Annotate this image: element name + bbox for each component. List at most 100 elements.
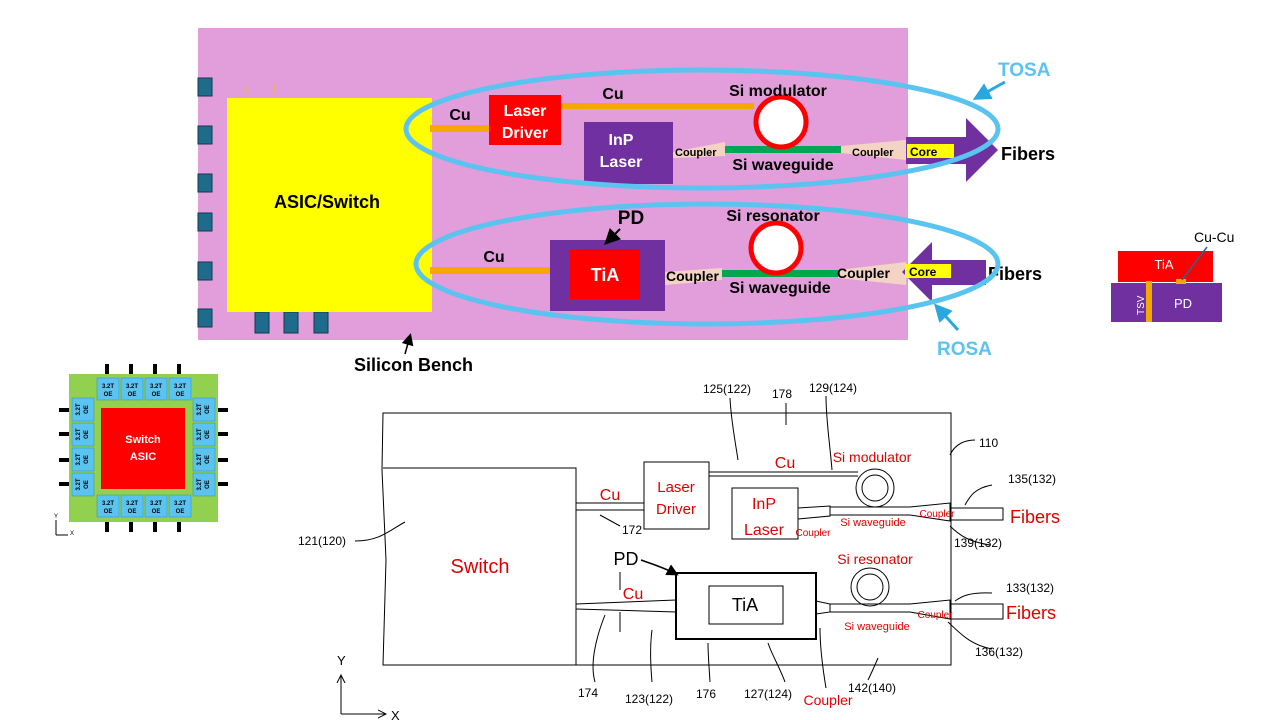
oe-tile-label: 3.2T — [126, 384, 138, 390]
coupler-tx-left-label: Coupler — [675, 147, 717, 159]
patent-coupler-rx-right-label: Coupler — [917, 610, 953, 621]
oe-tile-label: 3.2T — [150, 501, 162, 507]
oe-tile: 3.2T OE — [96, 377, 120, 401]
oe-tile: 3.2T OE — [96, 494, 120, 518]
tosa-outline — [403, 67, 1001, 191]
package-pin — [129, 364, 133, 374]
package-pin — [59, 408, 69, 412]
oe-tiles: 3.2TOE3.2TOE3.2TOE3.2TOE3.2TOE3.2TOE3.2T… — [71, 377, 216, 518]
cucu-bond — [1176, 279, 1186, 284]
rosa-arrow — [933, 303, 960, 332]
core-rx-box — [905, 264, 951, 278]
patent-coupler-bottom-label: Coupler — [803, 692, 852, 708]
ref-123: 123(122) — [625, 692, 673, 706]
patent-pd-label: PD — [613, 549, 638, 569]
rosa-outline — [413, 201, 1001, 327]
cucu-inset: TiA PD TSV Cu-Cu — [1111, 229, 1234, 322]
inset-tia-label: TiA — [1154, 257, 1173, 272]
patent-switch-label: Switch — [451, 556, 510, 578]
oe-tile-label: OE — [176, 509, 185, 515]
oe-tile-label: OE — [84, 455, 90, 464]
patent-laser-driver-box — [643, 461, 710, 530]
bench-pad — [197, 173, 213, 193]
oe-tile-label: OE — [128, 509, 137, 515]
patent-si-modulator-label: Si modulator — [833, 449, 912, 465]
pd-arrow — [604, 227, 622, 245]
package-pin — [59, 458, 69, 462]
core-rx-label: Core — [909, 265, 937, 279]
oe-tile-label: 3.2T — [197, 428, 203, 440]
oe-tile-label: 3.2T — [102, 384, 114, 390]
oe-tile-label: OE — [205, 405, 211, 414]
silicon-bench-label: Silicon Bench — [354, 355, 473, 375]
cu-trace-modulator — [561, 103, 754, 109]
oe-tile-label: OE — [84, 405, 90, 414]
oe-tile-label: 3.2T — [102, 501, 114, 507]
package-pin — [177, 364, 181, 374]
asic-label: ASIC/Switch — [274, 192, 380, 212]
oe-tile-label: 3.2T — [76, 478, 82, 490]
package-topview: 3.2TOE3.2TOE3.2TOE3.2TOE3.2TOE3.2TOE3.2T… — [54, 364, 228, 537]
coupler-tx-left-shape — [673, 142, 725, 158]
package-pin — [153, 522, 157, 532]
rosa-label: ROSA — [937, 339, 992, 360]
si-modulator-ring — [753, 94, 809, 150]
bench-pad — [197, 308, 213, 328]
package-pin — [129, 522, 133, 532]
patent-tia-label: TiA — [732, 595, 758, 615]
bench-pad — [254, 311, 270, 334]
oe-tile-label: 3.2T — [197, 478, 203, 490]
package-pin — [177, 522, 181, 532]
coupler-tx-right-label: Coupler — [852, 147, 894, 159]
ref-139: 139(132) — [954, 536, 1002, 550]
asic-switch-block: ASIC/Switch — [227, 98, 432, 312]
ref-178: 178 — [772, 387, 792, 401]
ref-127: 127(124) — [744, 687, 792, 701]
package-pin — [105, 364, 109, 374]
patent-x-label: X — [391, 708, 400, 720]
bench-pad — [283, 311, 299, 334]
si-resonator-label: Si resonator — [726, 208, 819, 225]
patent-substrate — [381, 412, 952, 666]
oe-tile-label: OE — [205, 430, 211, 439]
switch-asic-box — [101, 408, 185, 489]
switch-asic-label-1: Switch — [125, 434, 161, 446]
patent-cu-rx-label: Cu — [623, 586, 643, 603]
fibers-tx-label: Fibers — [1001, 144, 1055, 164]
oe-tile-label: 3.2T — [76, 403, 82, 415]
oe-tile-label: OE — [104, 392, 113, 398]
package-pin — [218, 458, 228, 462]
cu-label-tx: Cu — [449, 107, 470, 124]
patent-fiber-tx — [949, 507, 1004, 521]
package-pin — [218, 408, 228, 412]
cucu-leader — [1181, 246, 1208, 281]
patent-si-waveguide-tx-label: Si waveguide — [840, 517, 905, 529]
oe-tile-label: OE — [205, 455, 211, 464]
oe-tile-label: OE — [104, 509, 113, 515]
patent-inp-laser-label-2: Laser — [744, 522, 785, 539]
laser-driver-box — [489, 95, 561, 145]
patent-drawing — [341, 395, 1004, 714]
patent-si-resonator-label: Si resonator — [837, 551, 913, 567]
si-waveguide-tx — [725, 146, 841, 153]
patent-coupler-tx-left-label: Coupler — [795, 528, 831, 539]
tsv-via — [1146, 281, 1152, 322]
package-pin — [218, 432, 228, 436]
laser-driver-label-1: Laser — [504, 103, 547, 120]
inp-laser-label-2: Laser — [600, 154, 643, 171]
oe-tile-label: OE — [152, 392, 161, 398]
si-waveguide-tx-label: Si waveguide — [732, 157, 833, 174]
patent-tia-box — [708, 585, 784, 625]
pd-label: PD — [618, 208, 644, 229]
cu-label-modulator: Cu — [602, 86, 623, 103]
oe-tile-label: OE — [128, 392, 137, 398]
